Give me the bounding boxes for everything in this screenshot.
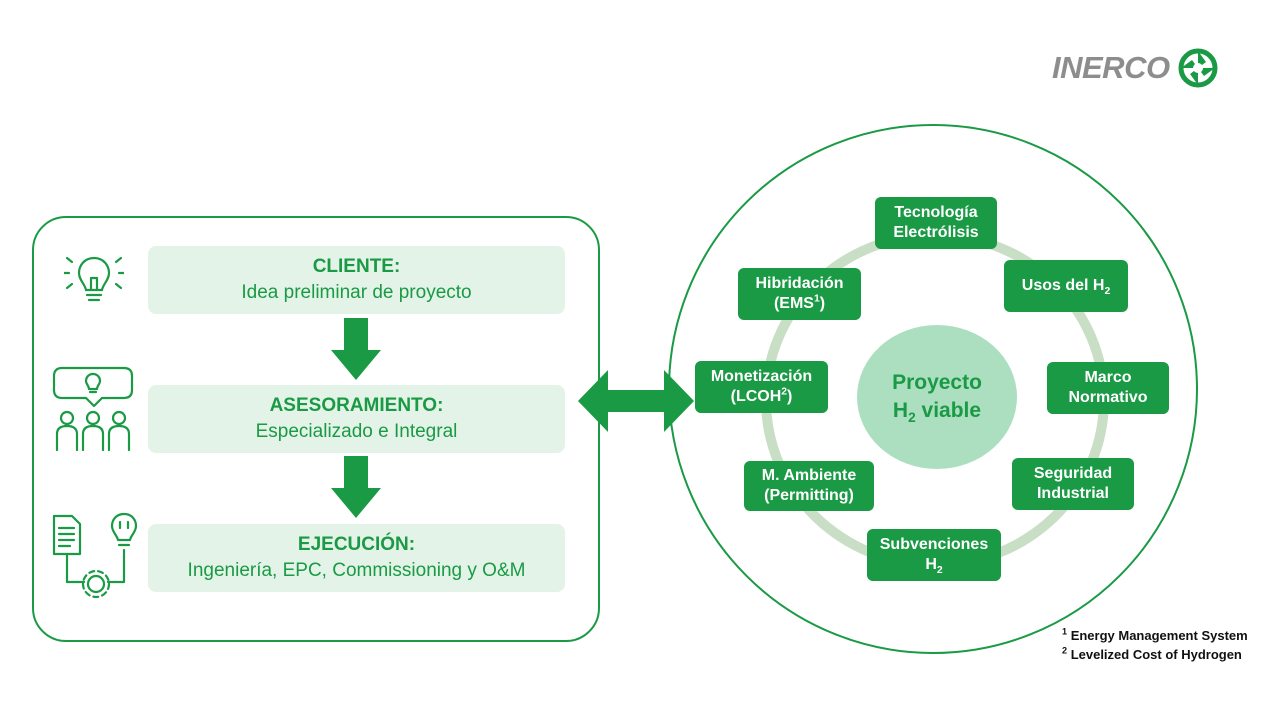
inerco-logo: INERCO (1052, 44, 1218, 92)
step-title: EJECUCIÓN: (297, 534, 416, 555)
node-marco: Marco Normativo (1047, 362, 1169, 414)
node-subvenciones: Subvenciones H2 (867, 529, 1001, 581)
hub-outer-circle (668, 124, 1198, 654)
node-line: Industrial (1036, 485, 1109, 502)
node-line: Hibridación (755, 275, 844, 292)
step-cliente: CLIENTE: Idea preliminar de proyecto (148, 246, 565, 314)
footnote-2: 2 Levelized Cost of Hydrogen (1062, 645, 1242, 662)
team-consulting-icon (52, 366, 134, 452)
node-line: Normativo (1068, 389, 1148, 406)
node-line: Usos del H2 (1021, 277, 1111, 298)
node-line: Subvenciones (879, 536, 989, 553)
step-subtitle: Especializado e Integral (255, 421, 458, 442)
down-arrow-icon (331, 318, 381, 380)
node-line: H2 (925, 556, 943, 577)
node-line: (LCOH2) (730, 386, 793, 405)
node-monetizacion: Monetización (LCOH2) (695, 361, 828, 413)
process-panel (32, 216, 600, 642)
step-asesoramiento: ASESORAMIENTO: Especializado e Integral (148, 385, 565, 453)
lightbulb-icon (64, 256, 124, 302)
footnote-1: 1 Energy Management System (1062, 626, 1248, 643)
center-line1: Proyecto (892, 371, 982, 394)
node-seguridad: Seguridad Industrial (1012, 458, 1134, 510)
node-line: Electrólisis (893, 224, 979, 241)
node-line: Monetización (710, 368, 813, 385)
document-gear-bulb-icon (52, 512, 138, 599)
step-title: CLIENTE: (312, 256, 401, 277)
node-line: (Permitting) (764, 487, 854, 504)
node-line: Marco (1084, 369, 1132, 386)
node-line: Seguridad (1033, 465, 1113, 482)
node-line: Tecnología (894, 204, 978, 221)
node-line: M. Ambiente (761, 467, 857, 484)
hub-center: Proyecto H2 viable (857, 325, 1017, 469)
step-subtitle: Idea preliminar de proyecto (241, 282, 472, 303)
step-title: ASESORAMIENTO: (269, 395, 444, 416)
node-ambiente: M. Ambiente (Permitting) (744, 461, 874, 511)
node-line: (EMS1) (773, 293, 826, 312)
center-line2: H2 viable (892, 399, 982, 426)
footnotes: 1 Energy Management System 2 Levelized C… (1062, 626, 1248, 664)
node-hibridacion: Hibridación (EMS1) (738, 268, 861, 320)
down-arrow-icon (331, 456, 381, 518)
double-arrow-icon (578, 370, 694, 432)
node-usos: Usos del H2 (1004, 260, 1128, 312)
node-tecnologia: Tecnología Electrólisis (875, 197, 997, 249)
step-ejecucion: EJECUCIÓN: Ingeniería, EPC, Commissionin… (148, 524, 565, 592)
logo-text: INERCO (1052, 50, 1170, 85)
logo-swirl-icon (1178, 48, 1218, 88)
step-subtitle: Ingeniería, EPC, Commissioning y O&M (187, 560, 526, 581)
